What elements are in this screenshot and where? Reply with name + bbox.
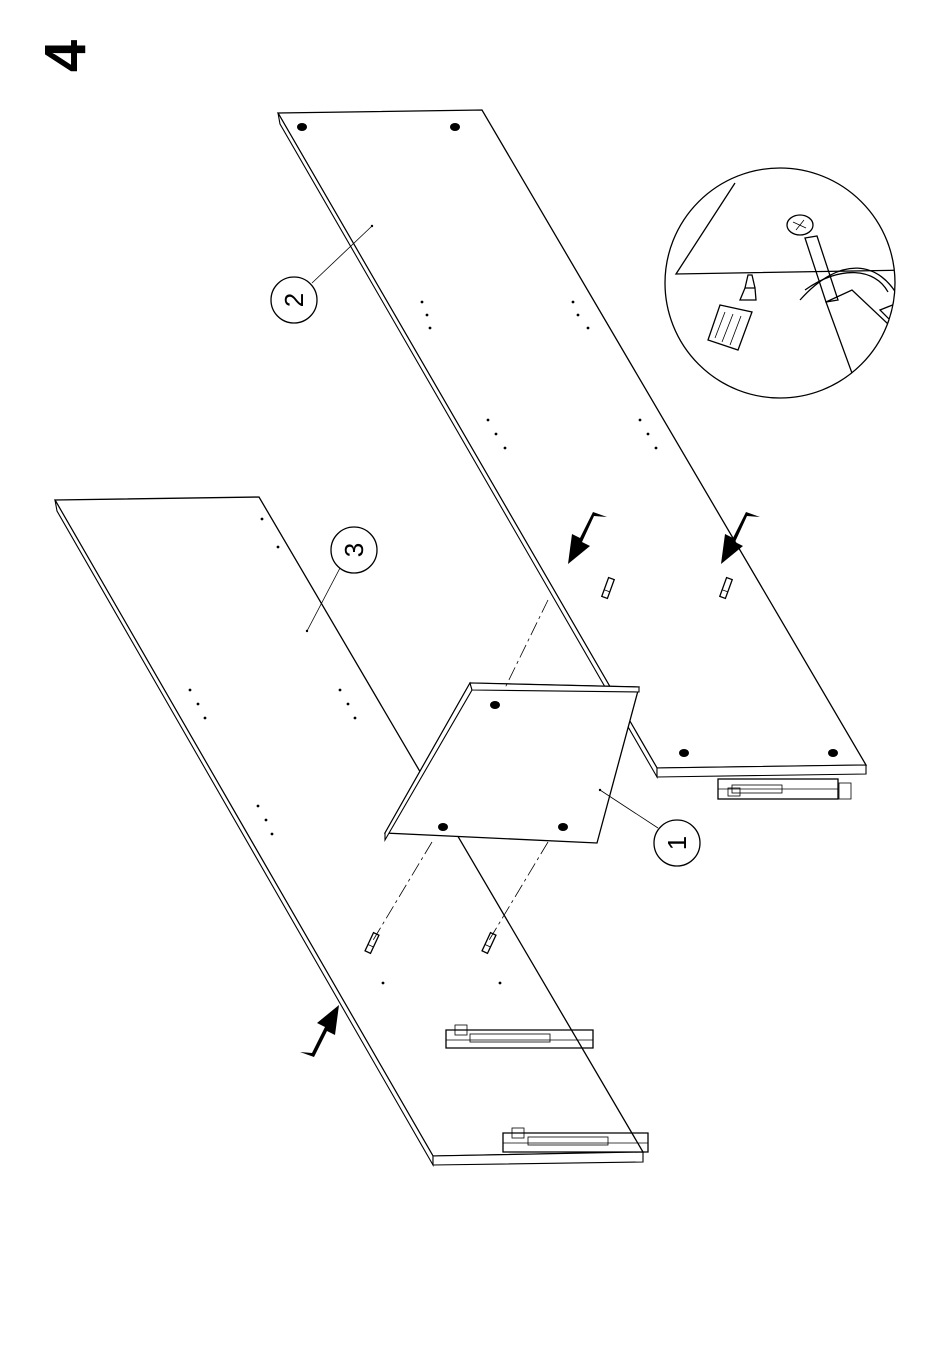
callout-1: 1 [600,790,700,866]
callout-2-label: 2 [279,293,309,307]
callout-3-label: 3 [339,543,369,557]
panel-2 [278,110,866,777]
screwdriver-detail-icon [665,168,915,398]
step-number: 4 [44,26,88,86]
callout-2: 2 [271,226,372,323]
drawer-slide-right [718,779,851,799]
panel-1 [385,683,639,843]
callout-1-label: 1 [662,836,692,850]
